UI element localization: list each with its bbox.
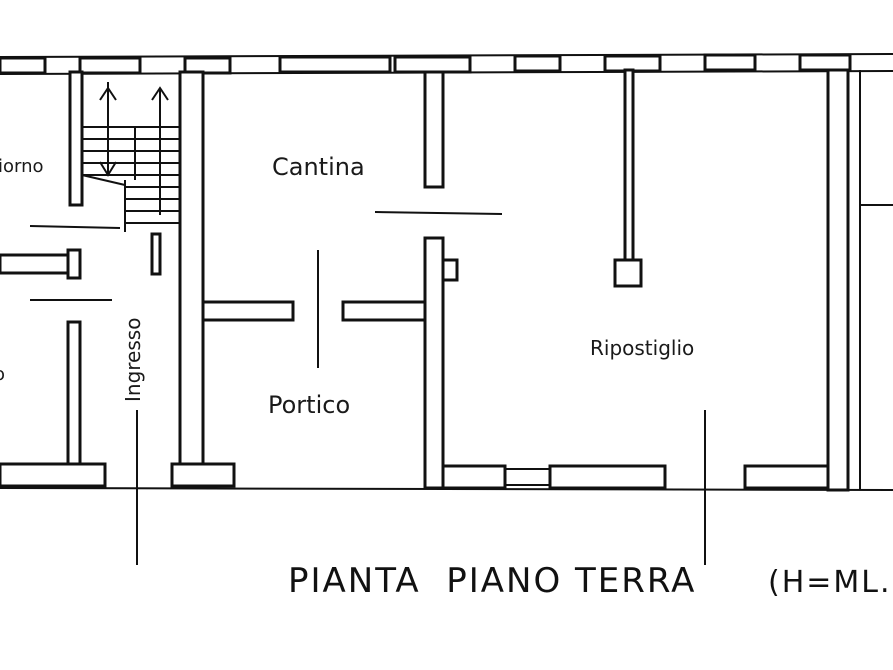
cantina-portico-walls xyxy=(201,70,503,490)
staircase xyxy=(81,82,180,276)
room-label-ripostiglio: Ripostiglio xyxy=(590,336,694,360)
room-label-cantina: Cantina xyxy=(272,153,365,181)
left-section-walls xyxy=(0,70,121,488)
room-label-ingresso: Ingresso xyxy=(121,318,145,402)
room-label-left-fragment: o xyxy=(0,364,5,385)
plan-title: PIANTA PIANO TERRA xyxy=(288,561,696,601)
top-outer-wall xyxy=(0,53,893,75)
ripostiglio-walls xyxy=(441,68,850,565)
plan-title-height-fragment: (H=ML.2 xyxy=(768,565,893,600)
room-label-portico: Portico xyxy=(268,391,350,419)
room-label-soggiorno-fragment: iorno xyxy=(0,156,44,177)
ingresso-walls xyxy=(136,70,236,565)
right-section-walls xyxy=(859,70,893,490)
